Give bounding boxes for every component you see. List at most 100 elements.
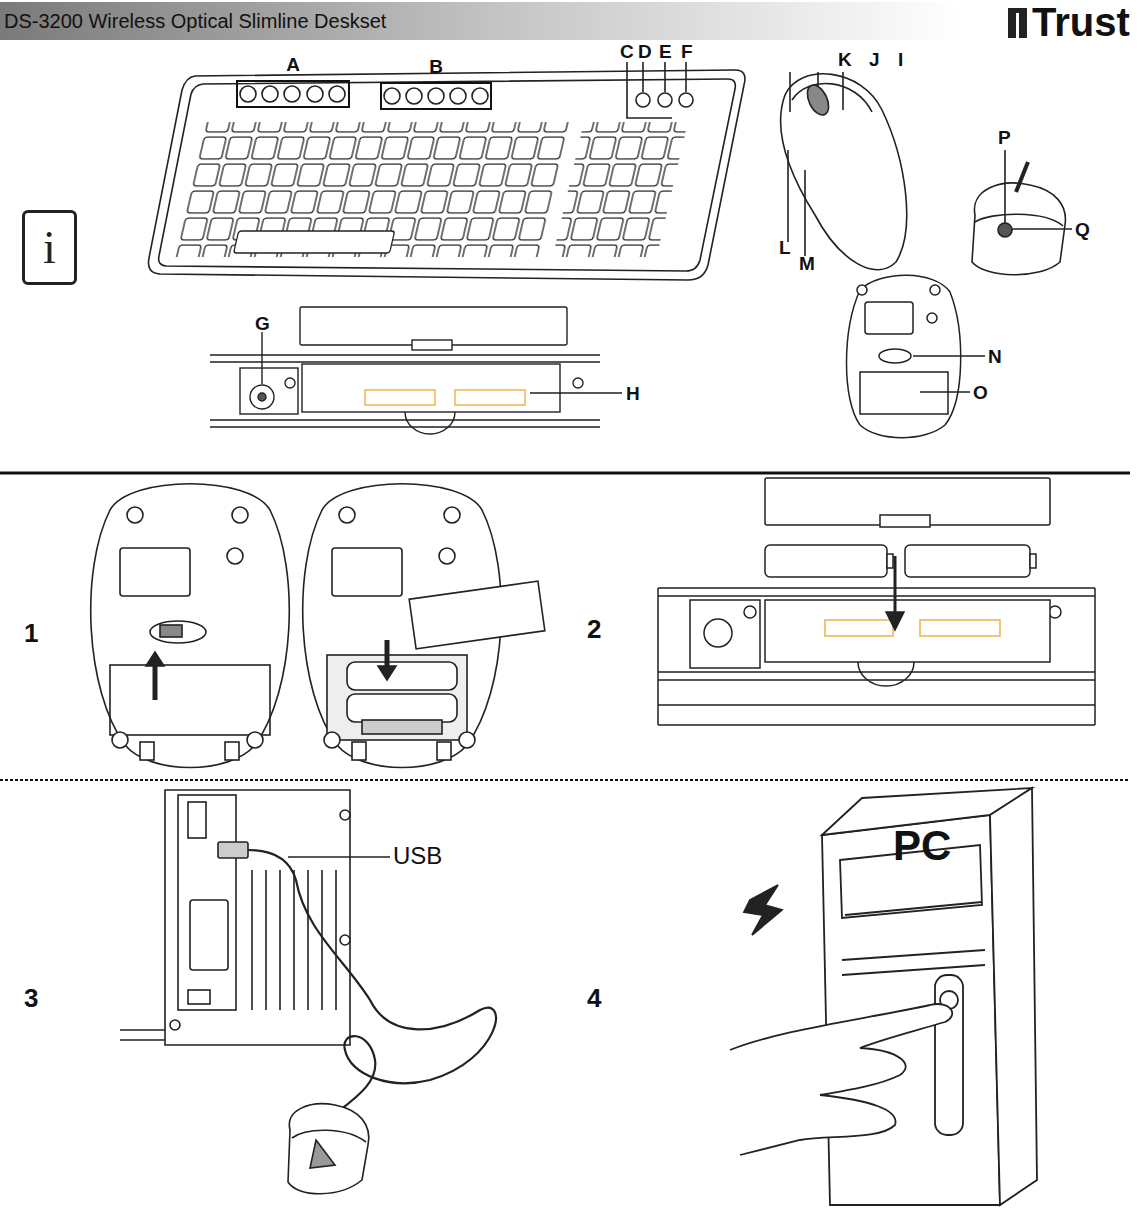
keyboard-part: [658, 93, 672, 107]
keyboard-part: [643, 62, 686, 92]
step-one-mouse-open-part: [459, 732, 475, 748]
callout-letter: J: [869, 50, 880, 69]
callout-letter: D: [638, 42, 652, 61]
brand-logo: [1008, 8, 1027, 38]
mouse-bottom-part: [879, 349, 911, 363]
keyboard-part: [329, 86, 345, 102]
step-three-pc-back-part: [218, 842, 248, 858]
step-three-pc-back-part: [188, 802, 206, 838]
mouse-top-part: [790, 72, 843, 112]
step-one-mouse-part: [225, 742, 239, 760]
keyboard-battery-bay-part: [240, 368, 298, 414]
step-three-pc-back-part: [165, 790, 350, 1045]
receiver-part: [1005, 150, 1072, 229]
step-four-pc-front-part: [842, 950, 985, 975]
receiver: [972, 150, 1072, 275]
step-one-mouse-open-part: [324, 732, 340, 748]
box-label: i: [43, 223, 56, 273]
callout-letter: Q: [1075, 220, 1090, 239]
step-one-mouse-open-part: [444, 507, 460, 523]
step-one-mouse-open-part: [437, 742, 451, 760]
page-title: DS-3200 Wireless Optical Slimline Deskse…: [4, 10, 386, 32]
callout-letter: M: [799, 254, 815, 273]
step-one-mouse-part: [150, 621, 206, 643]
step-three-pc-back-part: [248, 850, 496, 1110]
keyboard-part: [262, 86, 278, 102]
step-one-mouse-part: [127, 507, 143, 523]
step-three-pc-back: [120, 790, 496, 1194]
step-three-pc-back-part: [120, 1030, 165, 1040]
step-three-pc-back-part: [188, 990, 210, 1004]
callout-letter: N: [988, 347, 1002, 366]
receiver-part: [1016, 162, 1028, 192]
keyboard-part: [406, 88, 422, 104]
step-one-mouse-open-part: [327, 655, 467, 740]
keyboard-part: [679, 93, 693, 107]
keyboard-part: [240, 86, 256, 102]
callout-letter: F: [681, 42, 693, 61]
step-number: 1: [24, 620, 38, 646]
step-four-pc-front-part: [845, 902, 982, 915]
keyboard-battery-bay-part: [302, 364, 560, 412]
keyboard-battery-bay-part: [365, 390, 435, 405]
step-number: 4: [587, 985, 601, 1011]
keyboard-battery-bay-part: [262, 332, 622, 393]
button-group-box: B: [380, 82, 492, 110]
keyboard-part-part: [553, 122, 688, 257]
step-one-mouse-part: [153, 662, 158, 700]
mouse-bottom-part: [860, 372, 948, 414]
box-label: A: [238, 55, 348, 75]
callout-letter: K: [838, 50, 852, 69]
step-two-keyboard-bay-part: [886, 612, 904, 630]
step-two-keyboard-bay-part: [1030, 554, 1036, 568]
keyboard: [148, 62, 744, 280]
callout-letter: P: [998, 128, 1011, 147]
keyboard-part: [384, 88, 400, 104]
step-three-pc-back-part: [310, 1140, 335, 1168]
keyboard-battery-bay-part: [412, 340, 452, 350]
step-one-mouse-open-part: [352, 742, 366, 760]
brand-logo-part: [1008, 12, 1016, 38]
mouse-bottom-part: [857, 285, 867, 295]
keyboard-part: [307, 86, 323, 102]
step-one-mouse: [91, 484, 290, 768]
step-one-mouse-open-part: [362, 720, 442, 734]
keyboard-battery-bay-part: [258, 393, 266, 401]
step-one-mouse-part: [110, 665, 270, 735]
button-group-box: A: [236, 80, 350, 108]
step-four-pc-front-part: [744, 885, 782, 935]
mouse-top: [781, 72, 907, 270]
step-two-keyboard-bay-part: [887, 554, 893, 568]
step-two-keyboard-bay-part: [920, 620, 1000, 636]
box-label: B: [382, 57, 490, 77]
info-box: i: [22, 210, 77, 285]
step-two-keyboard-bay-part: [658, 588, 1095, 725]
step-two-keyboard-bay-part: [744, 606, 756, 618]
step-number: 2: [587, 616, 601, 642]
callout-letter: O: [973, 383, 988, 402]
step-three-pc-back-part: [288, 856, 390, 858]
step-two-keyboard-bay-part: [765, 600, 1050, 662]
mouse-top-part: [803, 82, 833, 119]
step-two-keyboard-bay-part: [905, 545, 1030, 577]
callout-letter: L: [779, 238, 791, 257]
step-four-pc-front-part: [990, 788, 1037, 1205]
step-one-mouse-part: [112, 732, 128, 748]
keyboard-battery-bay-part: [250, 385, 274, 409]
step-one-mouse-open-part: [339, 507, 355, 523]
callout-letter: G: [255, 314, 270, 333]
title-band-part: [0, 2, 960, 40]
device-label: PC: [893, 825, 951, 867]
keyboard-battery-bay-part: [405, 412, 455, 434]
step-three-pc-back-part: [190, 900, 228, 970]
receiver-part: [975, 214, 1063, 226]
step-one-mouse-part: [120, 548, 190, 596]
keyboard-part: [636, 93, 650, 107]
step-four-pc-front-part: [935, 975, 963, 1135]
keyboard-part-part: [234, 231, 395, 253]
step-one-mouse-part: [247, 732, 263, 748]
step-one-mouse-part: [160, 625, 182, 637]
step-two-keyboard-bay-part: [704, 619, 732, 647]
step-two-keyboard-bay-part: [880, 515, 930, 527]
